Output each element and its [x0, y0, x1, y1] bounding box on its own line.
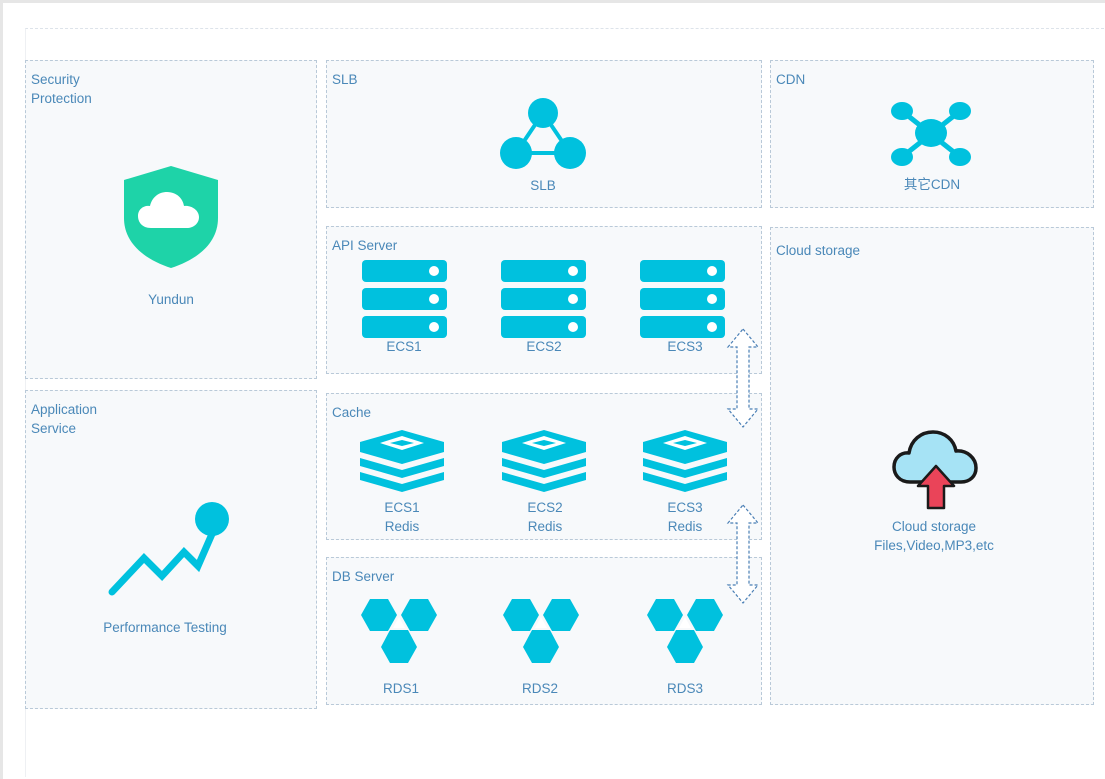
ecs3-redis-label: ECS3 Redis	[667, 498, 702, 536]
panel-title: SLB	[332, 72, 358, 87]
label-line-1: ECS1	[384, 500, 420, 515]
cloud-upload-icon	[892, 430, 978, 510]
label-line-1: ECS3	[667, 500, 703, 515]
redis-stack-icon	[360, 430, 444, 492]
slb-label: SLB	[530, 178, 556, 193]
rds-hexagon-icon	[503, 599, 579, 663]
rds-hexagon-icon	[361, 599, 437, 663]
server-rack-icon	[362, 260, 447, 338]
ecs2-redis-label: ECS2 Redis	[527, 498, 562, 536]
label-line-1: Cloud storage	[891, 519, 977, 534]
ecs1-redis-label: ECS1 Redis	[384, 498, 419, 536]
label-line-2: Redis	[384, 519, 420, 534]
label-line-1: ECS2	[527, 500, 563, 515]
rds3-label: RDS3	[666, 681, 704, 696]
label-line-2: Redis	[527, 519, 563, 534]
cdn-network-icon	[891, 102, 971, 166]
panel-title: Application Service	[31, 402, 98, 436]
ecs1-label: ECS1	[386, 339, 422, 354]
performance-testing-label: Performance Testing	[103, 620, 227, 635]
panel-cache[interactable]: Cache	[326, 393, 762, 540]
rds2-label: RDS2	[521, 681, 559, 696]
cache-db-arrow	[726, 504, 760, 604]
rds1-label: RDS1	[382, 681, 420, 696]
panel-title: CDN	[776, 72, 806, 87]
panel-title: Cloud storage	[776, 243, 861, 258]
cloud-storage-label: Cloud storage Files,Video,MP3,etc	[874, 517, 994, 555]
panel-title: Security Protection	[31, 72, 92, 106]
performance-chart-icon	[108, 502, 229, 596]
label-line-2: Redis	[667, 519, 703, 534]
redis-stack-icon	[502, 430, 586, 492]
panel-title: DB Server	[332, 569, 395, 584]
redis-stack-icon	[643, 430, 727, 492]
api-cache-arrow	[726, 328, 760, 428]
panel-slb[interactable]: SLB	[326, 60, 762, 208]
panel-title: Cache	[332, 405, 372, 420]
window-left-edge	[0, 0, 3, 779]
load-balancer-icon	[500, 98, 586, 169]
yundun-label: Yundun	[148, 292, 194, 307]
ecs3-label: ECS3	[667, 339, 703, 354]
shield-cloud-icon	[124, 166, 218, 268]
rds-hexagon-icon	[647, 599, 723, 663]
label-line-2: Files,Video,MP3,etc	[874, 538, 994, 553]
cdn-label: 其它CDN	[903, 177, 961, 192]
panel-application-service[interactable]: Application Service	[25, 390, 317, 709]
ecs2-label: ECS2	[526, 339, 562, 354]
window-top-edge	[0, 0, 1105, 3]
server-rack-icon	[640, 260, 725, 338]
server-rack-icon	[501, 260, 586, 338]
panel-title: API Server	[332, 238, 398, 253]
